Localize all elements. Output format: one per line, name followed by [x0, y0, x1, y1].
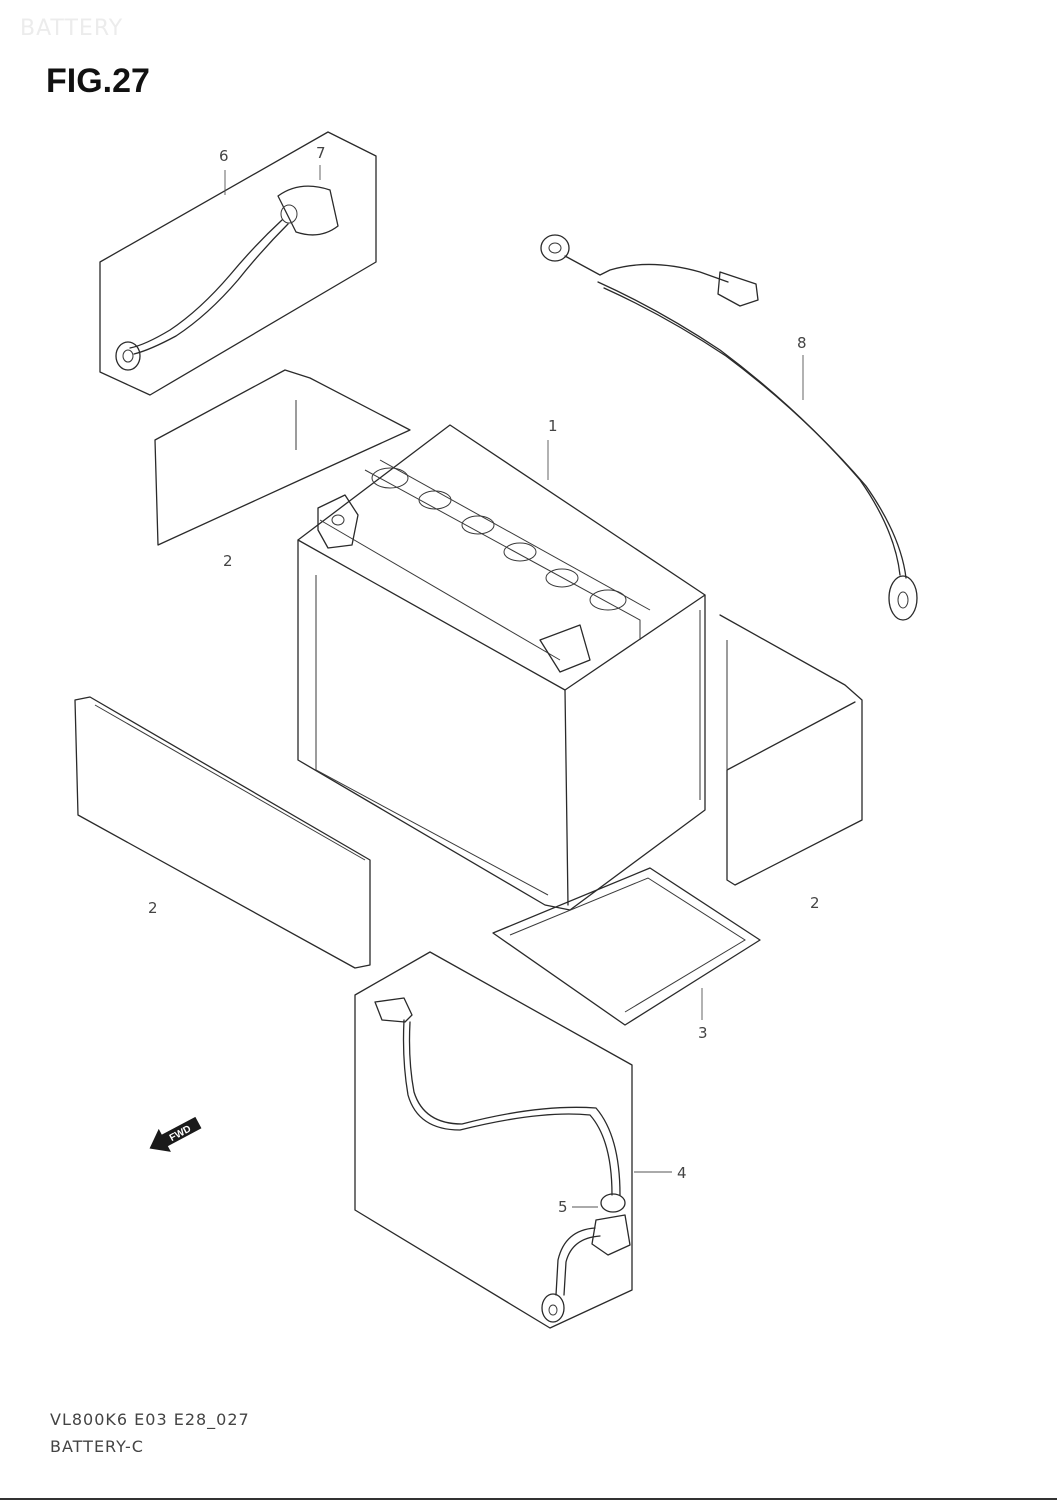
figure-title: FIG.27: [46, 62, 150, 100]
callout-2-upper-left: 2: [223, 552, 233, 570]
callout-2-right: 2: [810, 894, 820, 912]
part-3-base-pad: [492, 867, 761, 1026]
callout-8: 8: [797, 334, 807, 352]
page-bottom-border: [0, 1498, 1057, 1500]
footer-diagram-name: BATTERY-C: [50, 1437, 144, 1456]
watermark-title: BATTERY: [20, 16, 124, 41]
callout-1: 1: [548, 417, 558, 435]
fwd-arrow-icon: FWD: [149, 1116, 202, 1152]
part-6-7-cable-panel: [99, 131, 377, 396]
callout-2-lower-left: 2: [148, 899, 158, 917]
part-8-lead-wire: [540, 234, 918, 621]
callout-3: 3: [698, 1024, 708, 1042]
part-1-battery: [297, 424, 706, 911]
footer-diagram-code: VL800K6 E03 E28_027: [50, 1410, 250, 1429]
callout-6: 6: [219, 147, 229, 165]
callout-5: 5: [558, 1198, 568, 1216]
part-4-5-negative-cable-panel: [354, 951, 672, 1329]
callout-4: 4: [677, 1164, 687, 1182]
part-2-spacer-pads: [74, 369, 863, 969]
callout-7: 7: [316, 144, 326, 162]
fwd-label: FWD: [168, 1124, 193, 1144]
